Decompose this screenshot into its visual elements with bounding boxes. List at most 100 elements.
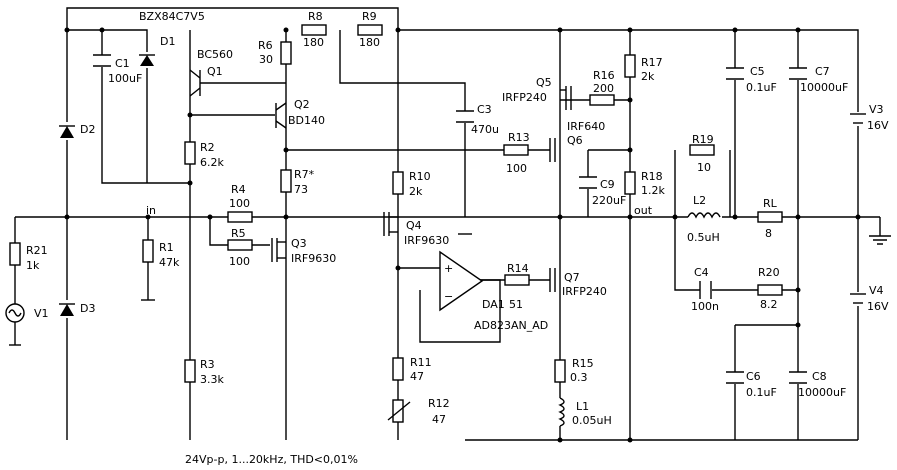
label-r15: R15: [572, 357, 594, 370]
label-irfp240-q7: IRFP240: [562, 285, 607, 298]
label-v3v: 16V: [867, 119, 889, 132]
label-c5v: 0.1uF: [746, 81, 777, 94]
v1-source: [5, 303, 25, 323]
c5-capacitor: [726, 67, 744, 80]
q6-mosfet: [549, 138, 556, 162]
r6-resistor: [280, 41, 292, 65]
label-q2: Q2: [294, 98, 310, 111]
label-d1: D1: [160, 35, 175, 48]
label-irf640: IRF640: [567, 120, 605, 133]
components: + −: [5, 24, 891, 443]
label-r20v: 8.2: [760, 298, 778, 311]
q7-mosfet: [549, 268, 556, 292]
label-r14v: 51: [509, 298, 523, 311]
label-r18: R18: [641, 170, 663, 183]
label-r14: R14: [507, 262, 529, 275]
label-r4v: 100: [229, 197, 250, 210]
label-c7v: 10000uF: [800, 81, 848, 94]
label-q7: Q7: [564, 271, 580, 284]
label-r13: R13: [508, 131, 530, 144]
label-r9: R9: [362, 10, 377, 23]
l2-inductor: [687, 210, 722, 224]
c7-capacitor: [789, 67, 807, 80]
label-r2: R2: [200, 141, 215, 154]
label-q1: Q1: [207, 65, 223, 78]
label-l2v: 0.5uH: [687, 231, 720, 244]
d2-diode: [58, 122, 76, 140]
label-r12v: 47: [432, 413, 446, 426]
label-r21: R21: [26, 244, 48, 257]
label-r16v: 200: [593, 82, 614, 95]
label-c9v: 220uF: [592, 194, 626, 207]
da1-opamp: + −: [439, 250, 484, 312]
r19-resistor: [689, 144, 715, 156]
label-c1: C1: [115, 57, 130, 70]
label-r2v: 6.2k: [200, 156, 224, 169]
label-r5: R5: [231, 227, 246, 240]
label-c6v: 0.1uF: [746, 386, 777, 399]
label-c7: C7: [815, 65, 830, 78]
label-r16: R16: [593, 69, 615, 82]
label-r12: R12: [428, 397, 450, 410]
label-c5: C5: [750, 65, 765, 78]
label-c8v: 10000uF: [798, 386, 846, 399]
label-r17v: 2k: [641, 70, 655, 83]
q4-mosfet: [383, 212, 398, 236]
r9-resistor: [357, 24, 383, 36]
r7-resistor: [280, 169, 292, 193]
label-da1: DA1: [482, 298, 505, 311]
label-c3v: 470u: [471, 123, 499, 136]
r20-resistor: [757, 284, 783, 296]
label-c8: C8: [812, 370, 827, 383]
caption: 24Vp-p, 1...20kHz, THD<0,01%: [185, 453, 358, 466]
r13-resistor: [503, 144, 529, 156]
label-v4v: 16V: [867, 300, 889, 313]
c3-capacitor: [456, 110, 474, 123]
v4-battery: [848, 292, 868, 306]
label-r4: R4: [231, 183, 246, 196]
label-d3: D3: [80, 302, 95, 315]
label-r7: R7*: [294, 168, 315, 181]
r11-resistor: [392, 357, 404, 381]
r12-wiper: [387, 401, 411, 421]
label-irfp240-q5: IRFP240: [502, 91, 547, 104]
label-r6: R6: [258, 39, 273, 52]
label-irf9630-q3: IRF9630: [291, 252, 336, 265]
r16-resistor: [589, 94, 615, 106]
d3-diode: [58, 300, 76, 318]
q3-mosfet: [271, 238, 286, 262]
label-r8v: 180: [303, 36, 324, 49]
c8-capacitor: [789, 371, 807, 384]
label-c1v: 100uF: [108, 72, 142, 85]
label-r20: R20: [758, 266, 780, 279]
r15-resistor: [554, 359, 566, 383]
label-q3: Q3: [291, 237, 307, 250]
label-c6: C6: [746, 370, 761, 383]
label-r8: R8: [308, 10, 323, 23]
label-rl: RL: [763, 197, 778, 210]
r2-resistor: [184, 141, 196, 165]
rl-resistor: [757, 211, 783, 223]
label-c4v: 100n: [691, 300, 719, 313]
r8-resistor: [301, 24, 327, 36]
label-q4: Q4: [406, 219, 422, 232]
label-r1: R1: [159, 241, 174, 254]
label-r19: R19: [692, 133, 714, 146]
label-r13v: 100: [506, 162, 527, 175]
d1-zener-diode: [138, 52, 156, 68]
label-rlv: 8: [765, 227, 772, 240]
label-r3: R3: [200, 358, 215, 371]
label-c4: C4: [694, 266, 709, 279]
r10-resistor: [392, 171, 404, 195]
c9-capacitor: [579, 176, 597, 189]
label-l1v: 0.05uH: [572, 414, 612, 427]
label-r10: R10: [409, 170, 431, 183]
q1-transistor: [189, 69, 201, 97]
label-r11v: 47: [410, 370, 424, 383]
q2-transistor: [275, 102, 287, 129]
label-bzx: BZX84C7V5: [139, 10, 205, 23]
r1-resistor: [142, 239, 154, 263]
label-r21v: 1k: [26, 259, 40, 272]
l1-inductor: [553, 397, 567, 427]
